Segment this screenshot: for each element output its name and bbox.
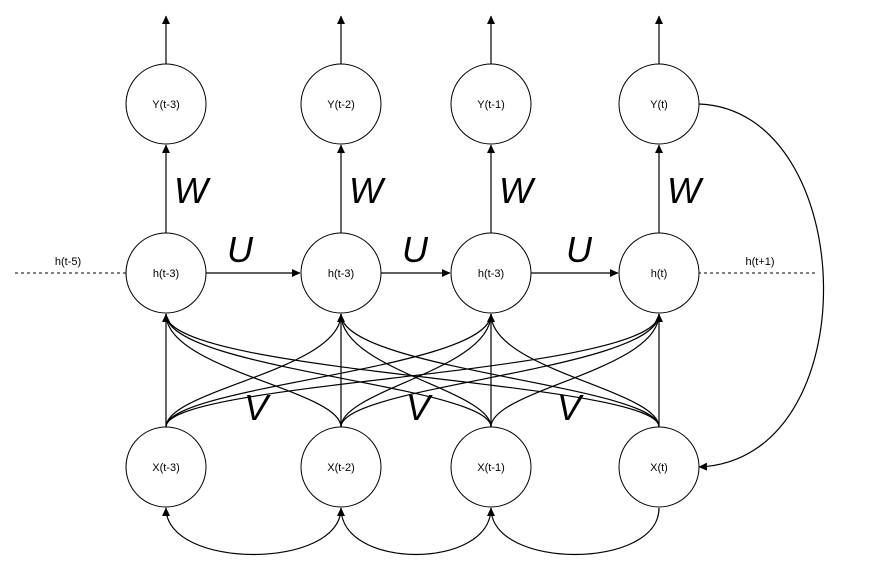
- input-node-label: X(t): [650, 462, 668, 474]
- output-to-input-feedback: [698, 103, 825, 471]
- input-node-label: X(t-3): [152, 462, 180, 474]
- prev-hidden-label: h(t-5): [55, 256, 81, 268]
- hidden-node-label: h(t-3): [478, 268, 504, 280]
- v-label-2: V: [406, 387, 433, 428]
- output-node-label: Y(t-3): [152, 99, 180, 111]
- hidden-node-3: h(t-3): [450, 232, 532, 314]
- w-label-1: W: [174, 170, 211, 211]
- w-label-3: W: [499, 170, 536, 211]
- input-node-label: X(t-2): [327, 462, 355, 474]
- input-node-3: X(t-1): [450, 426, 532, 508]
- hidden-node-2: h(t-3): [300, 232, 382, 314]
- output-node-label: Y(t-2): [327, 99, 355, 111]
- output-node-label: Y(t): [650, 99, 668, 111]
- input-node-label: X(t-1): [477, 462, 505, 474]
- input-loop-2: [337, 507, 492, 555]
- input-loop-1: [162, 507, 342, 556]
- w-label-2: W: [349, 170, 386, 211]
- next-hidden-label: h(t+1): [745, 256, 774, 268]
- w-label-4: W: [667, 170, 704, 211]
- hidden-node-label: h(t-3): [153, 268, 179, 280]
- input-loop-3: [487, 507, 660, 556]
- hidden-node-label: h(t): [651, 268, 668, 280]
- input-node-4: X(t): [618, 426, 700, 508]
- v-label-1: V: [244, 387, 271, 428]
- input-node-1: X(t-3): [125, 426, 207, 508]
- hidden-node-label: h(t-3): [328, 268, 354, 280]
- output-node-label: Y(t-1): [477, 99, 505, 111]
- input-node-2: X(t-2): [300, 426, 382, 508]
- hidden-node-4: h(t): [618, 232, 700, 314]
- output-node-3: Y(t-1): [450, 63, 532, 145]
- output-node-4: Y(t): [618, 63, 700, 145]
- u-label-3: U: [566, 229, 593, 270]
- hidden-node-1: h(t-3): [125, 232, 207, 314]
- v-label-3: V: [557, 387, 584, 428]
- v-cross-connections: [165, 313, 660, 428]
- output-node-2: Y(t-2): [300, 63, 382, 145]
- u-label-2: U: [402, 229, 429, 270]
- u-label-1: U: [227, 229, 254, 270]
- output-node-1: Y(t-3): [125, 63, 207, 145]
